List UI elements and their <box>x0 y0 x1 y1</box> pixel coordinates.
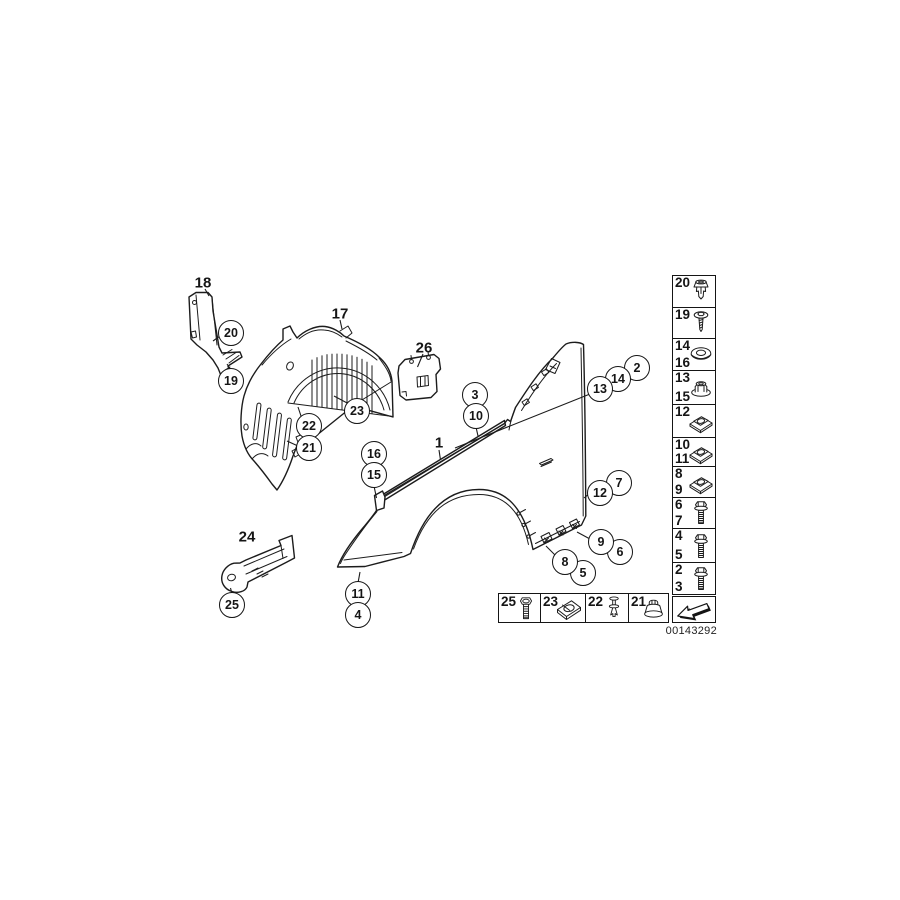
clip-nut-icon <box>689 416 713 434</box>
fastener-row-20[interactable]: 20 <box>673 276 715 308</box>
fastener-row-19[interactable]: 19 <box>673 308 715 339</box>
callout-12[interactable]: 12 <box>587 480 613 506</box>
row-num: 14 <box>675 338 691 353</box>
callout-1[interactable]: 1 <box>434 434 444 452</box>
callout-13[interactable]: 13 <box>587 376 613 402</box>
hex-bolt-icon <box>694 533 708 558</box>
legend-num: 22 <box>588 594 604 609</box>
legend-num: 25 <box>501 594 517 609</box>
row-num: 19 <box>675 307 691 322</box>
cage-nut-icon <box>557 600 581 620</box>
hex-bolt-icon <box>694 501 708 524</box>
legend-num: 23 <box>543 594 559 609</box>
callout-19[interactable]: 19 <box>218 368 244 394</box>
row-num: 13 <box>675 370 691 385</box>
legend-cell-21[interactable]: 21 <box>629 594 668 622</box>
cover-plate <box>397 351 442 401</box>
row-num: 12 <box>675 404 691 419</box>
callout-20[interactable]: 20 <box>218 320 244 346</box>
row-num: 3 <box>675 579 683 594</box>
callout-24[interactable]: 24 <box>238 528 256 546</box>
front-fender <box>336 341 587 568</box>
callout-17[interactable]: 17 <box>331 305 349 323</box>
callout-15[interactable]: 15 <box>361 462 387 488</box>
row-num: 2 <box>675 562 683 577</box>
legend-table: 25 23 22 <box>498 593 669 623</box>
wheel-arch-liner <box>240 325 394 491</box>
callout-26[interactable]: 26 <box>415 339 433 357</box>
callout-8[interactable]: 8 <box>552 549 578 575</box>
row-num: 15 <box>675 389 691 404</box>
arrow-icon <box>677 602 711 620</box>
corner-plate <box>188 291 243 381</box>
callout-21[interactable]: 21 <box>296 435 322 461</box>
legend-cell-25[interactable]: 25 <box>499 594 541 622</box>
plastic-nut-icon <box>644 599 663 618</box>
row-num: 8 <box>675 466 683 481</box>
expanding-rivet-icon <box>608 596 620 618</box>
callout-4[interactable]: 4 <box>345 602 371 628</box>
legend-num: 21 <box>631 594 647 609</box>
callout-9[interactable]: 9 <box>588 529 614 555</box>
legend-cell-23[interactable]: 23 <box>541 594 586 622</box>
screw-icon <box>693 311 709 332</box>
travel-direction-arrow <box>672 596 716 623</box>
hex-bolt-icon <box>519 597 533 620</box>
row-num: 6 <box>675 497 683 512</box>
row-num: 11 <box>675 451 690 466</box>
row-num: 5 <box>675 547 683 562</box>
row-num: 4 <box>675 528 683 543</box>
clip-nut-icon <box>689 447 713 465</box>
hex-bolt-icon <box>694 566 708 590</box>
washer-icon <box>690 346 712 360</box>
row-num: 9 <box>675 482 683 497</box>
row-num: 16 <box>675 355 691 370</box>
flange-nut-icon <box>691 380 711 397</box>
callout-25[interactable]: 25 <box>219 592 245 618</box>
callout-18[interactable]: 18 <box>194 274 212 292</box>
callout-16[interactable]: 16 <box>361 441 387 467</box>
row-num: 20 <box>675 275 691 290</box>
fender-edge-strip <box>373 419 507 512</box>
expansion-rivet-icon <box>693 279 709 299</box>
row-num: 10 <box>675 437 691 452</box>
legend-cell-22[interactable]: 22 <box>586 594 629 622</box>
support-bracket <box>221 534 296 593</box>
callout-10[interactable]: 10 <box>463 403 489 429</box>
diagram-number: 00143292 <box>665 625 717 637</box>
callout-22[interactable]: 22 <box>296 413 322 439</box>
clip-nut-icon <box>689 477 713 495</box>
fastener-row-12[interactable]: 12 <box>673 405 715 438</box>
row-num: 7 <box>675 513 683 528</box>
callout-23[interactable]: 23 <box>344 398 370 424</box>
